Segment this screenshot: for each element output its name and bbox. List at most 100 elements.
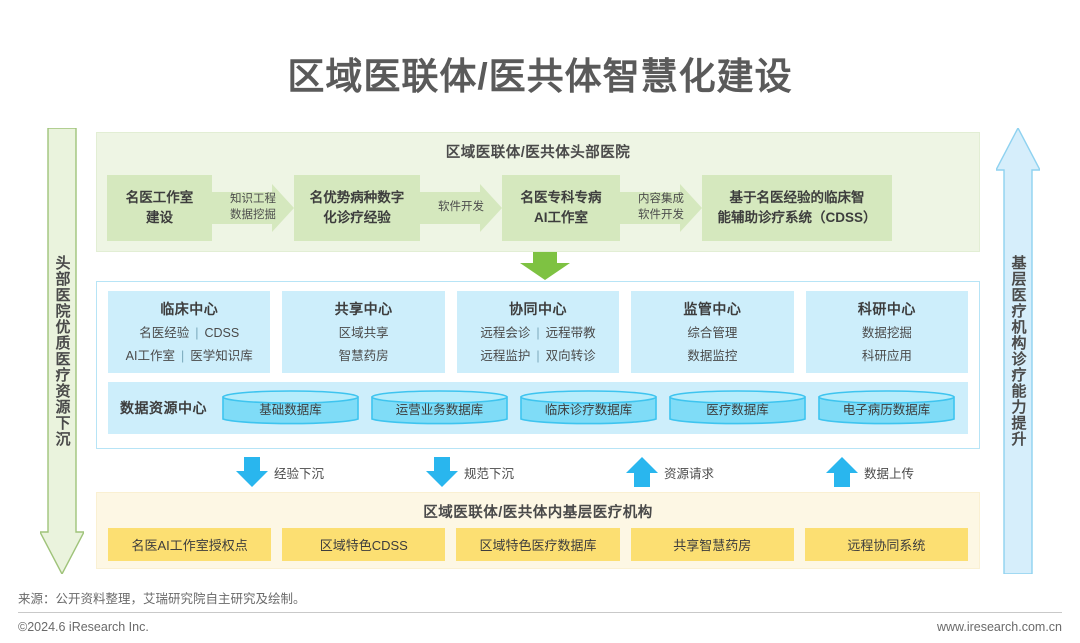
flow-arrow-1: 知识工程数据挖掘 [212, 175, 294, 241]
center-item: 数据监控 [687, 349, 738, 364]
separator: | [195, 326, 199, 340]
center-line-0-0: 名医经验 | CDSS [108, 324, 270, 342]
bottom-box-2: 区域特色医疗数据库 [456, 528, 620, 561]
center-line-1-0: 区域共享 [282, 324, 444, 342]
database-label-3: 医疗数据库 [706, 402, 769, 417]
exchange-arrow-label-3: 数据上传 [864, 466, 915, 481]
green-connector-arrow [520, 252, 570, 285]
exchange-arrow-2: 资源请求 [626, 457, 714, 487]
center-box-1: 共享中心区域共享智慧药房 [282, 291, 445, 373]
chevron-right-icon [420, 184, 502, 232]
center-line-3-0: 综合管理 [631, 324, 793, 342]
exchange-arrow-0: 经验下沉 [236, 457, 324, 487]
center-item: 远程带教 [545, 326, 596, 340]
separator: | [180, 349, 185, 364]
separator: | [536, 326, 540, 340]
flow-arrow-5: 内容集成软件开发 [620, 175, 702, 241]
database-list: 基础数据库 运营业务数据库 临床诊疗数据库 医疗数据库 电子病历数据库 [221, 390, 956, 426]
center-item: CDSS [204, 326, 240, 340]
left-arrow-label: 头部医院优质医疗资源下沉 [53, 255, 71, 447]
center-item: 远程监护 [480, 349, 531, 364]
bottom-panel-heading: 区域医联体/医共体内基层医疗机构 [423, 505, 653, 521]
database-icon [818, 390, 955, 425]
database-label-1: 运营业务数据库 [395, 402, 484, 417]
separator: | [536, 349, 540, 364]
center-line-3-1: 数据监控 [631, 347, 793, 365]
center-box-3: 监管中心综合管理数据监控 [631, 291, 794, 373]
flow-arrow-label-5: 内容集成软件开发 [638, 193, 684, 221]
center-line-4-1: 科研应用 [806, 347, 968, 365]
center-item: 数据挖掘 [861, 326, 912, 340]
top-panel-heading: 区域医联体/医共体头部医院 [445, 145, 631, 161]
center-box-2: 协同中心远程会诊 | 远程带教远程监护 | 双向转诊 [456, 291, 620, 373]
exchange-arrow-1: 规范下沉 [426, 457, 514, 487]
center-title-3: 监管中心 [683, 301, 742, 317]
right-arrow-label: 基层医疗机构诊疗能力提升 [1009, 255, 1027, 447]
bottom-box-4: 远程协同系统 [804, 528, 969, 561]
exchange-arrow-label-1: 规范下沉 [464, 466, 515, 481]
center-line-1-1: 智慧药房 [282, 347, 444, 365]
center-line-2-0: 远程会诊 | 远程带教 [457, 324, 619, 342]
up-arrow-icon [626, 457, 658, 487]
center-item: 双向转诊 [545, 349, 596, 364]
database-icon [669, 390, 806, 425]
down-arrow-icon [236, 457, 268, 487]
database-cylinder-3: 医疗数据库 [668, 390, 807, 426]
exchange-arrow-3: 数据上传 [826, 457, 914, 487]
center-title-0: 临床中心 [160, 301, 219, 317]
flow-box-6: 基于名医经验的临床智能辅助诊疗系统（CDSS） [702, 175, 892, 241]
down-arrow-icon [426, 457, 458, 487]
center-line-0-1: AI工作室 | 医学知识库 [108, 347, 270, 365]
website-text: www.iresearch.com.cn [936, 620, 1062, 634]
source-note: 来源：公开资料整理，艾瑞研究院自主研究及绘制。 [18, 592, 306, 606]
data-center-label: 数据资源中心 [120, 400, 207, 416]
chevron-right-icon [620, 184, 702, 232]
center-item: 医学知识库 [190, 349, 253, 364]
center-title-1: 共享中心 [334, 301, 393, 317]
exchange-arrow-label-2: 资源请求 [664, 466, 715, 481]
data-resource-center: 数据资源中心 基础数据库 运营业务数据库 临床诊疗数据库 医疗数据库 电子病历数据库 [108, 382, 968, 434]
center-item: 综合管理 [687, 326, 738, 340]
down-arrow-shape [40, 128, 84, 574]
center-title-4: 科研中心 [857, 301, 916, 317]
center-item: AI工作室 [125, 349, 175, 364]
center-item: 智慧药房 [338, 349, 389, 364]
flow-arrow-label-1: 知识工程数据挖掘 [230, 193, 276, 221]
database-label-2: 临床诊疗数据库 [544, 402, 633, 417]
database-label-4: 电子病历数据库 [842, 402, 931, 417]
database-icon [371, 390, 508, 425]
center-item: 远程会诊 [480, 326, 531, 340]
flow-arrow-3: 软件开发 [420, 175, 502, 241]
page-title: 区域医联体/医共体智慧化建设 [287, 56, 793, 97]
right-up-arrow: 基层医疗机构诊疗能力提升 [996, 128, 1040, 574]
center-line-4-0: 数据挖掘 [806, 324, 968, 342]
database-icon [520, 390, 657, 425]
chevron-right-icon [212, 184, 294, 232]
database-label-0: 基础数据库 [259, 402, 322, 417]
center-item: 名医经验 [139, 326, 190, 340]
top-panel: 区域医联体/医共体头部医院 名医工作室建设知识工程数据挖掘名优势病种数字化诊疗经… [96, 132, 980, 252]
database-cylinder-4: 电子病历数据库 [817, 390, 956, 426]
center-title-2: 协同中心 [509, 301, 568, 317]
up-arrow-shape [996, 128, 1040, 574]
exchange-arrows: 经验下沉 规范下沉 资源请求 数据上传 [96, 455, 980, 489]
flow-box-0: 名医工作室建设 [107, 175, 212, 241]
exchange-arrow-label-0: 经验下沉 [274, 466, 325, 481]
center-box-0: 临床中心名医经验 | CDSS AI工作室 | 医学知识库 [108, 291, 271, 373]
center-item: 科研应用 [861, 349, 912, 364]
database-cylinder-0: 基础数据库 [221, 390, 360, 426]
center-item: 区域共享 [338, 326, 389, 340]
up-arrow-icon [826, 457, 858, 487]
center-line-2-1: 远程监护 | 双向转诊 [457, 347, 619, 365]
flow-arrow-label-3: 软件开发 [438, 201, 484, 214]
database-cylinder-2: 临床诊疗数据库 [519, 390, 658, 426]
flow-box-2: 名优势病种数字化诊疗经验 [294, 175, 420, 241]
bottom-box-3: 共享智慧药房 [630, 528, 794, 561]
database-icon [222, 390, 359, 425]
center-box-4: 科研中心数据挖掘科研应用 [805, 291, 969, 373]
